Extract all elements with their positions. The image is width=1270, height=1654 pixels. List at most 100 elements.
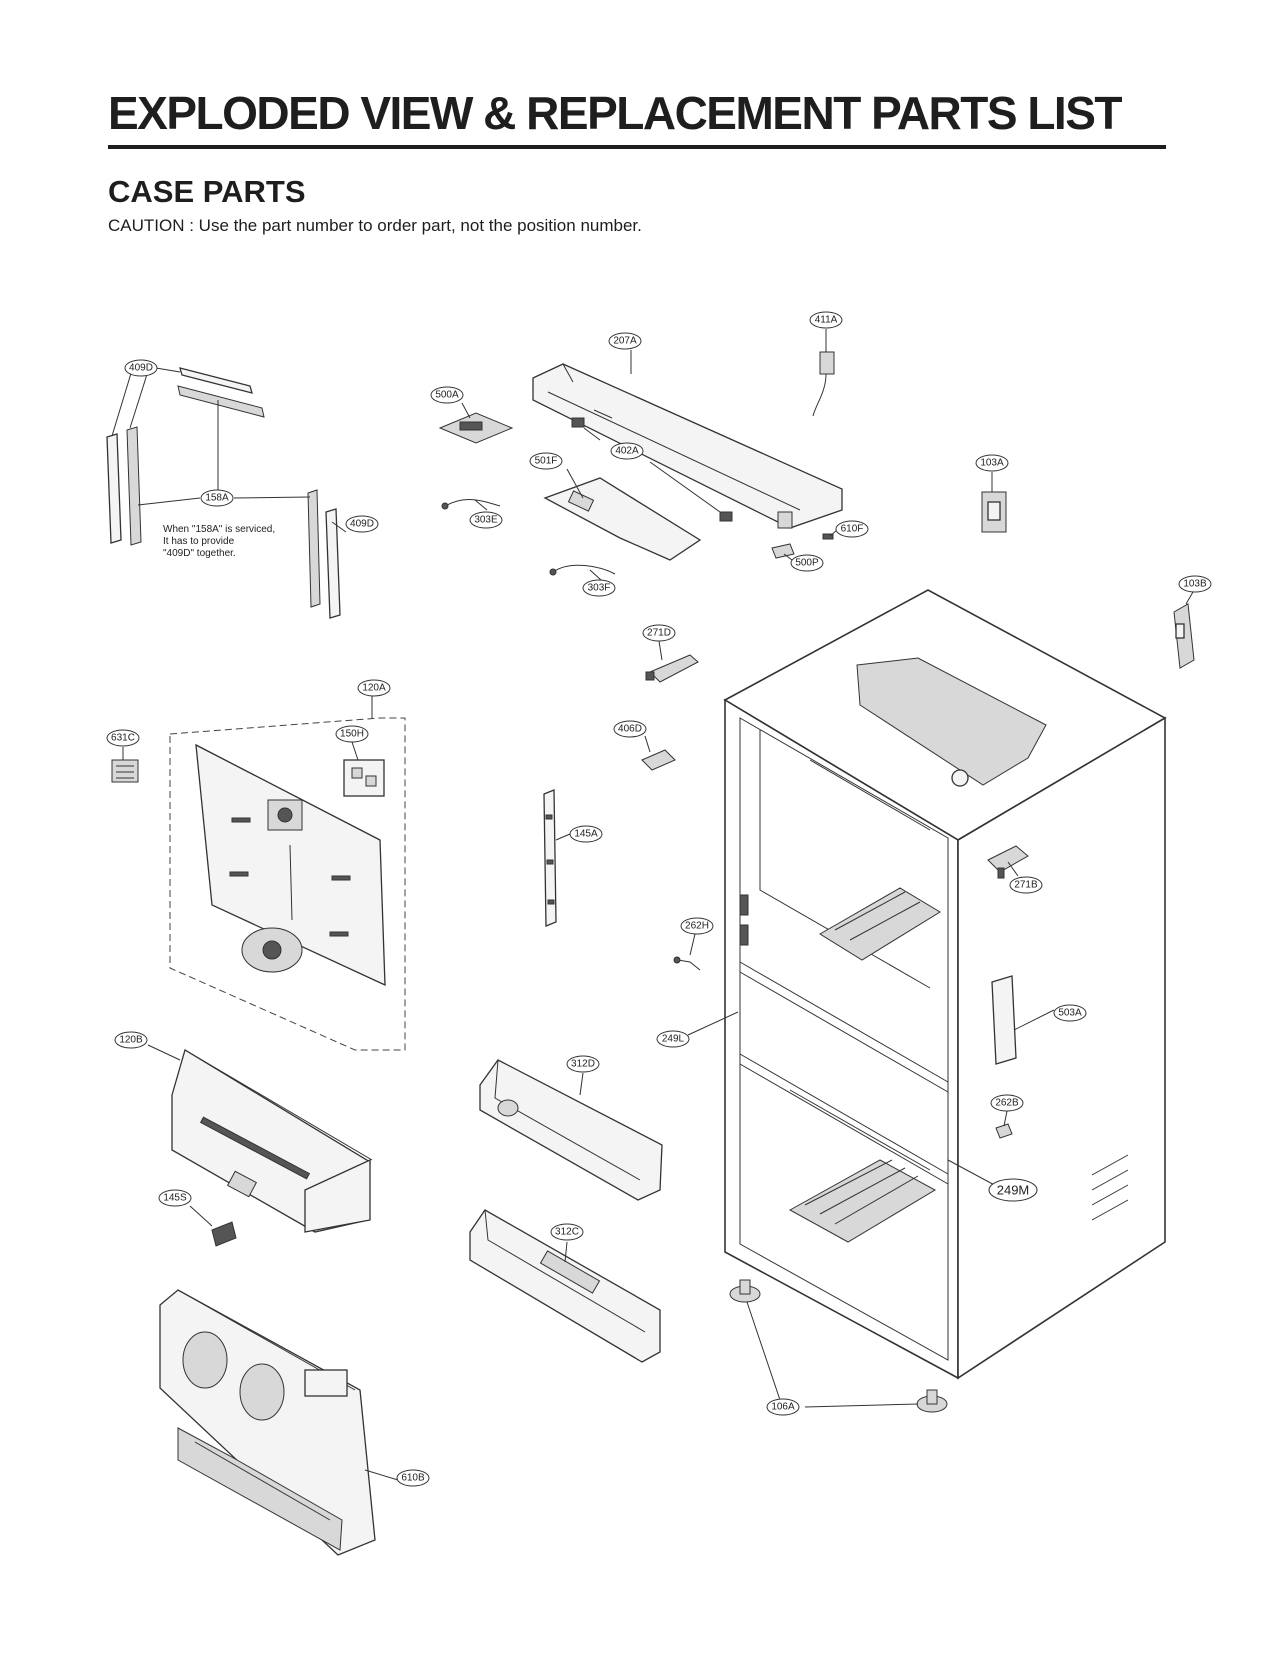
leader-lines-120A [122, 696, 373, 761]
callout-500A: 500A [430, 386, 464, 404]
callout-631C: 631C [106, 729, 140, 747]
svg-text:262B: 262B [995, 1098, 1019, 1109]
callout-402A: 402A [610, 442, 644, 460]
svg-text:145S: 145S [163, 1193, 187, 1204]
part-bin-312C [469, 1209, 661, 1363]
svg-text:271D: 271D [647, 628, 671, 639]
part-bin-312D [479, 1059, 663, 1201]
page-title: EXPLODED VIEW & REPLACEMENT PARTS LIST [108, 87, 1123, 139]
svg-text:303E: 303E [474, 515, 498, 526]
svg-text:207A: 207A [613, 336, 637, 347]
leader-lines-right [687, 861, 1055, 1408]
svg-text:106A: 106A [771, 1402, 795, 1413]
callout-145A: 145A [569, 825, 603, 843]
callout-271D: 271D [642, 624, 676, 642]
callout-120B: 120B [114, 1031, 148, 1049]
leader-lines-top-center [461, 329, 1194, 605]
callout-262B: 262B [990, 1094, 1024, 1112]
callout-249M: 249M [988, 1178, 1038, 1202]
svg-text:402A: 402A [615, 446, 639, 457]
svg-text:610F: 610F [841, 524, 864, 535]
callout-262H: 262H [680, 917, 714, 935]
callout-303F: 303F [582, 579, 616, 597]
callout-145S: 145S [158, 1189, 192, 1207]
svg-text:271B: 271B [1014, 880, 1038, 891]
leader-lines-middle-center [555, 640, 696, 956]
svg-text:501F: 501F [535, 456, 558, 467]
callout-207A: 207A [608, 332, 642, 350]
service-note-line-2: It has to provide [163, 536, 235, 547]
part-top-cover-207A [532, 363, 843, 529]
callout-312D: 312D [566, 1055, 600, 1073]
callout-158A: 158A [200, 489, 234, 507]
callout-103A: 103A [975, 454, 1009, 472]
leader-lines-bins [564, 1072, 584, 1263]
callout-610F: 610F [835, 520, 869, 538]
part-hinge-cover-103B [1173, 603, 1195, 669]
svg-text:610B: 610B [401, 1473, 425, 1484]
callout-409D-right: 409D [345, 515, 379, 533]
callout-312C: 312C [550, 1223, 584, 1241]
svg-text:103A: 103A [980, 458, 1004, 469]
svg-text:249L: 249L [662, 1034, 685, 1045]
callout-120A: 120A [357, 679, 391, 697]
part-cover-503A [991, 975, 1017, 1065]
svg-text:120A: 120A [362, 683, 386, 694]
part-gasket-group [106, 367, 341, 619]
part-sensor-262H [673, 956, 701, 971]
callout-610B: 610B [396, 1469, 430, 1487]
svg-text:409D: 409D [350, 519, 374, 530]
part-duct-145A [543, 789, 557, 927]
svg-text:158A: 158A [205, 493, 229, 504]
part-assembly-120A [169, 717, 406, 1051]
callout-501F: 501F [529, 452, 563, 470]
svg-text:503A: 503A [1058, 1008, 1082, 1019]
callout-150H: 150H [335, 725, 369, 743]
svg-text:145A: 145A [574, 829, 598, 840]
part-panel-150H [343, 759, 385, 797]
callout-271B: 271B [1009, 876, 1043, 894]
part-cover-501F [543, 477, 702, 561]
part-dispenser-610B [159, 1289, 376, 1556]
part-sensor-406D [641, 749, 676, 771]
svg-text:312C: 312C [555, 1227, 579, 1238]
service-note: When "158A" is serviced, It has to provi… [163, 524, 275, 559]
svg-text:262H: 262H [685, 921, 709, 932]
callout-503A: 503A [1053, 1004, 1087, 1022]
part-connector-402A [571, 417, 733, 522]
svg-text:631C: 631C [111, 733, 135, 744]
svg-text:312D: 312D [571, 1059, 595, 1070]
part-cover-120B [171, 1049, 373, 1233]
svg-text:303F: 303F [588, 583, 611, 594]
callout-106A: 106A [766, 1398, 800, 1416]
svg-text:103B: 103B [1183, 579, 1207, 590]
part-hinge-cover-103A [981, 491, 1007, 533]
leader-lines-lower-left [147, 1044, 399, 1481]
part-wire-303E [441, 499, 501, 510]
callout-500P: 500P [790, 554, 824, 572]
title-rule [108, 145, 1166, 149]
svg-text:409D: 409D [129, 363, 153, 374]
section-title: CASE PARTS [108, 174, 306, 209]
part-small-500P [771, 543, 795, 559]
svg-text:500A: 500A [435, 390, 459, 401]
part-filter-631C [111, 759, 139, 783]
part-small-610F [822, 533, 834, 540]
svg-text:500P: 500P [795, 558, 819, 569]
callout-303E: 303E [469, 511, 503, 529]
part-pcb-500A [438, 412, 514, 444]
svg-text:411A: 411A [815, 315, 838, 326]
svg-text:120B: 120B [119, 1035, 143, 1046]
part-cover-145S [211, 1221, 237, 1247]
part-leveler-106A [729, 1279, 948, 1413]
part-bracket-271B [987, 845, 1029, 879]
service-note-line-1: When "158A" is serviced, [163, 524, 275, 535]
svg-text:406D: 406D [618, 724, 642, 735]
leader-lines-gaskets [111, 367, 347, 533]
caution-text: CAUTION : Use the part number to order p… [108, 216, 642, 235]
svg-text:249M: 249M [997, 1183, 1030, 1198]
svg-text:150H: 150H [340, 729, 364, 740]
part-bracket-271D [645, 654, 699, 683]
callout-249L: 249L [656, 1030, 690, 1048]
